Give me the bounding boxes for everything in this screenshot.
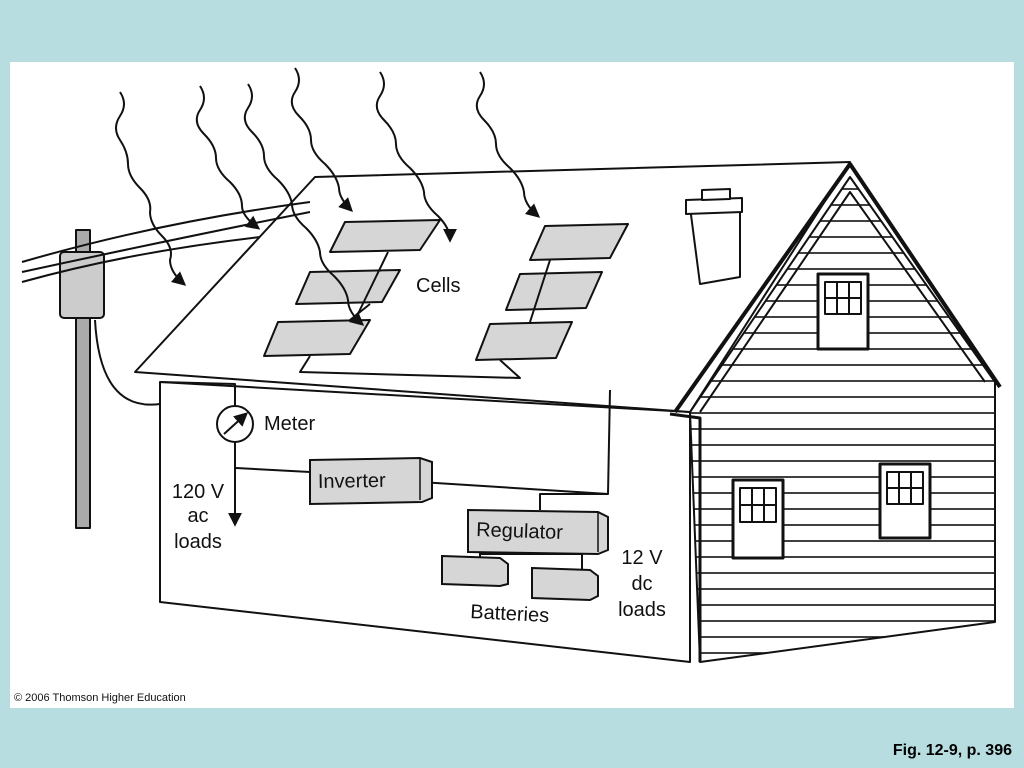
copyright-notice: © 2006 Thomson Higher Education [14,692,186,704]
meter [216,405,254,443]
label-dc-type: dc [631,573,652,595]
gutter [669,412,702,662]
window-lower-left [731,478,785,560]
sun-ray-arrow [290,67,353,212]
sun-ray-arrow [195,85,261,230]
label-batteries: Batteries [470,601,550,627]
solar-cell [475,321,573,361]
label-cells: Cells [416,275,460,297]
solar-cells [263,219,629,361]
sun-ray-arrow [115,91,187,286]
solar-cell [263,319,371,357]
label-regulator: Regulator [476,519,564,544]
label-ac-type: ac [187,505,208,527]
battery [441,554,509,588]
window-upper [816,272,870,351]
label-dc-voltage: 12 V [621,547,663,569]
main-wire [159,381,611,522]
sun-ray-arrow [475,71,541,218]
service-drop [94,319,161,406]
ac-wire [235,467,311,473]
chimney [689,206,741,285]
figure-caption: Fig. 12-9, p. 396 [892,742,1012,759]
regulator-box [467,508,609,556]
gable-trim [673,162,1002,414]
power-lines [21,201,311,283]
sunlight-rays [115,67,541,326]
solar-house-diagram: Cells Meter Inverter Regulator Batteries… [21,67,1002,663]
battery [531,566,599,602]
window-lower-right [878,462,932,540]
solar-cell [505,271,603,311]
inverter-box [309,456,433,506]
label-dc-loads: loads [618,599,666,621]
solar-cell [295,269,401,305]
label-ac-loads: loads [174,531,222,553]
sun-ray-arrow [243,83,365,326]
label-inverter: Inverter [318,470,387,493]
label-meter: Meter [264,413,315,435]
label-ac-voltage: 120 V [172,481,225,503]
solar-cell [329,219,441,253]
figure-panel: Cells Meter Inverter Regulator Batteries… [10,62,1014,708]
solar-cell [529,223,629,261]
sun-ray-arrow [375,71,457,243]
